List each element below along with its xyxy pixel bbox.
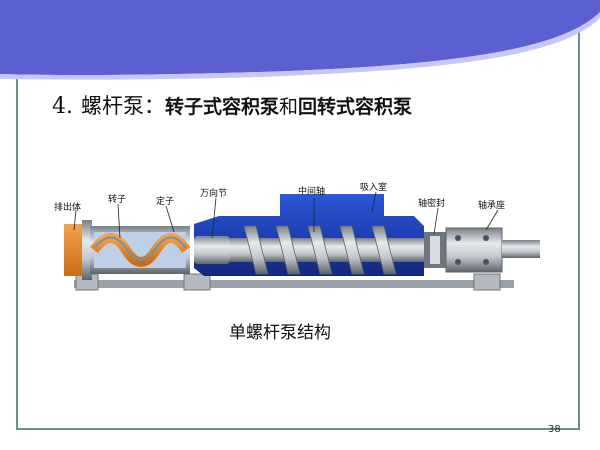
single-screw-pump-diagram: 排出体 转子 定子 万向节 中间轴 吸入室 轴密封 轴承座 <box>54 181 540 291</box>
label-stator: 定子 <box>156 195 174 207</box>
title-number: 4. <box>52 94 73 119</box>
label-shaft-seal: 轴密封 <box>418 197 445 209</box>
bearing-ball-1 <box>455 235 461 241</box>
page-number: 38 <box>548 424 561 435</box>
seal-ring <box>430 236 440 264</box>
label-rotor: 转子 <box>108 193 126 205</box>
label-universal-joint: 万向节 <box>200 187 227 199</box>
drive-shaft <box>502 240 540 258</box>
label-intermediate-shaft: 中间轴 <box>298 185 325 197</box>
diagram-caption: 单螺杆泵结构 <box>229 323 331 343</box>
slide-title: 4. 螺杆泵： 转子式容积泵 和 回转式容积泵 <box>52 90 412 124</box>
foot-middle <box>183 273 211 291</box>
label-discharge: 排出体 <box>54 201 81 213</box>
bearing-seat <box>445 227 503 273</box>
foot-right <box>473 273 501 291</box>
title-name: 螺杆泵： <box>81 94 165 118</box>
title-banner <box>0 0 600 80</box>
label-suction-chamber: 吸入室 <box>360 181 387 193</box>
bearing-ball-2 <box>455 259 461 265</box>
title-part1: 转子式容积泵 <box>165 96 280 118</box>
bearing-ball-3 <box>483 235 489 241</box>
screw-flights <box>243 225 397 275</box>
rotor-highlight <box>93 236 187 261</box>
title-part2: 回转式容积泵 <box>298 96 413 118</box>
base-frame <box>74 280 514 288</box>
label-bearing-seat: 轴承座 <box>478 199 505 211</box>
bearing-ball-4 <box>483 259 489 265</box>
discharge-flange <box>82 220 92 280</box>
universal-joint <box>194 236 230 264</box>
discharge-body <box>64 224 84 276</box>
title-connector: 和 <box>279 96 299 118</box>
